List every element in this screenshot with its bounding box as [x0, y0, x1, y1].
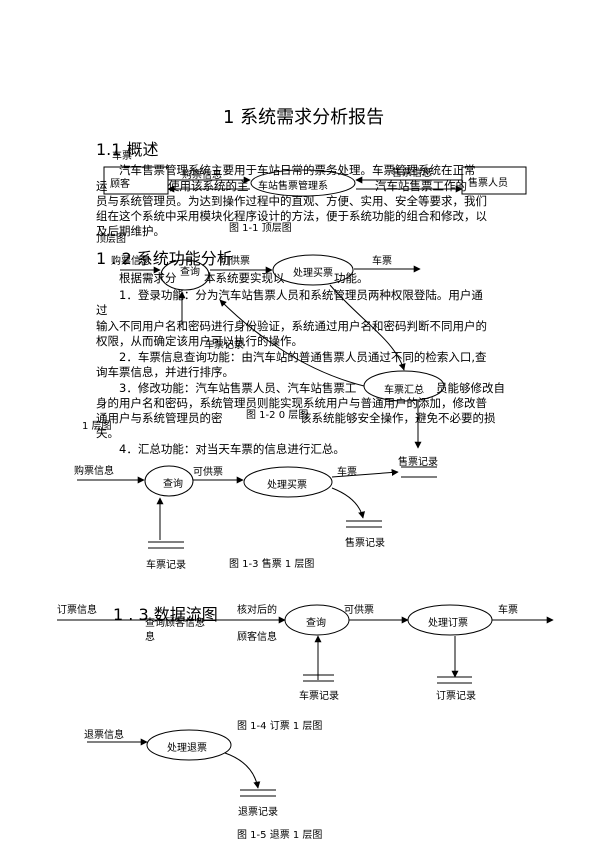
s1-paragraph-line: 运	[96, 179, 108, 193]
fig1-2-buy-ellipse	[272, 254, 354, 286]
fig1-3-available-label: 可供票	[193, 467, 223, 478]
s1-paragraph-line: 及后期维护。	[96, 224, 165, 238]
s2-paragraph-line: 功能。	[334, 271, 369, 285]
fig1-2-query-label: 查询	[180, 267, 200, 278]
fig1-2-top-label: 顶层图	[96, 234, 126, 245]
fig1-1-caption: 图 1-1 顶层图	[229, 223, 292, 234]
s1-paragraph-line: 组在这个系统中采用模块化程序设计的方法，便于系统功能的组合和修改，以	[96, 209, 487, 223]
s2-paragraph-line: 输入不同用户名和密码进行身份验证，系统通过用户名和密码判断不同用户的	[96, 319, 487, 333]
fig1-2-sale-record-label: 售票记录	[398, 457, 438, 468]
s2-paragraph-line: 该系统能够安全操作，避免不必要的损	[300, 411, 496, 425]
s2-paragraph-line: 身的用户名和密码，系统管理员则能实现系统用户与普通用户的添加，修改普	[96, 396, 487, 410]
fig1-2-side-label: 1 层图	[82, 421, 112, 432]
fig1-2-ticket-label: 车票	[372, 256, 392, 267]
s2-paragraph-line: 1．登录功能：分为汽车站售票人员和系统管理员两种权限登陆。用户通	[119, 288, 483, 302]
fig1-1-buy-info-label: 购票信息	[182, 170, 222, 181]
fig1-2-summary-label: 车票汇总	[384, 385, 424, 396]
page-title: 1 系统需求分析报告	[223, 107, 385, 128]
fig1-5-refund-info-label: 退票信息	[84, 730, 124, 741]
s2-paragraph-line: 本系统要实现以	[204, 271, 285, 285]
s1-paragraph-line: 使用该系统的主	[168, 179, 249, 193]
section-1-3-heading: 1 . 3 数据流图	[113, 605, 218, 624]
fig1-3-ticket-label: 车票	[337, 467, 357, 478]
fig1-4-ticket-label: 车票	[498, 605, 518, 616]
fig1-3-sale-record-label: 售票记录	[345, 538, 385, 549]
fig1-2-process-buy-label: 处理买票	[293, 268, 333, 279]
section-1-1-heading: 1.1 概述	[96, 140, 159, 159]
s2-paragraph-line: 2．车票信息查询功能：由汽车站的普通售票人员通过不同的检索入口,查	[119, 350, 487, 364]
fig1-3-query-ellipse	[144, 465, 194, 497]
fig1-4-caption: 图 1-4 订票 1 层图	[237, 721, 323, 732]
fig1-1-system-ellipse	[250, 169, 356, 197]
fig1-4-order-info-label: 订票信息	[57, 605, 97, 616]
fig1-3-process-buy-label: 处理买票	[267, 480, 307, 491]
fig1-3-ticket-record-label: 车票记录	[146, 560, 186, 571]
s2-paragraph-line: 3．修改功能：汽车站售票人员、汽车站售票工	[119, 381, 357, 395]
fig1-4-check-customer-label-2: 息	[145, 632, 155, 643]
fig1-4-ticket-record-label: 车票记录	[299, 691, 339, 702]
s2-paragraph-line: 询车票信息，并进行排序。	[96, 365, 234, 379]
fig1-3-buy-info-label: 购票信息	[74, 466, 114, 477]
fig1-1-seller-label: 售票人员	[468, 178, 508, 189]
fig1-4-query-label: 查询	[306, 618, 326, 629]
fig1-4-customer-info-label: 顾客信息	[237, 632, 277, 643]
fig1-3-query-label: 查询	[163, 479, 183, 490]
fig1-5-refund-record-label: 退票记录	[238, 807, 278, 818]
fig1-2-available-label: 可供票	[220, 256, 250, 267]
s1-paragraph-line: 汽车售票管理系统主要用于车站日常的票务处理。车票管理系统在正常	[119, 163, 476, 177]
fig1-4-verified-label: 核对后的	[237, 605, 277, 616]
fig1-4-order-record-label: 订票记录	[436, 691, 476, 702]
fig1-1-customer-label: 顾客	[110, 179, 130, 190]
fig1-4-process-order-label: 处理订票	[428, 618, 468, 629]
s2-paragraph-line: 失。	[96, 426, 119, 440]
s2-paragraph-line: 根据需求分	[119, 271, 177, 285]
fig1-2-caption: 图 1-2 0 层图	[246, 410, 309, 421]
s2-paragraph-line: 员能够修改自	[436, 381, 505, 395]
fig1-4-available-label: 可供票	[344, 605, 374, 616]
fig1-2-query-ellipse	[160, 259, 210, 291]
s1-paragraph-line: 员与系统管理员。为达到操作过程中的直观、方便、实用、安全等要求，我们	[96, 194, 487, 208]
fig1-1-system-label: 车站售票管理系	[258, 181, 328, 192]
s2-paragraph-line: 通用户与系统管理员的密	[96, 411, 223, 425]
fig1-2-buy-info-label: 购票信息	[111, 256, 151, 267]
fig1-3-caption: 图 1-3 售票 1 层图	[229, 559, 315, 570]
section-1-2-heading: 1 . 2 系统功能分析	[96, 249, 233, 268]
fig1-1-sale-info-label: 售票信息	[392, 168, 432, 179]
s2-paragraph-line: 权限，从而确定该用户可以执行的操作。	[96, 334, 303, 348]
s1-paragraph-line: 汽车站售票工作的	[375, 179, 467, 193]
fig1-5-caption: 图 1-5 退票 1 层图	[237, 830, 323, 841]
fig1-2-ticket-record-label: 车票记录	[204, 340, 244, 351]
s2-paragraph-line: 过	[96, 303, 108, 317]
s2-paragraph-line: 4．汇总功能：对当天车票的信息进行汇总。	[119, 442, 345, 456]
fig1-1-ticket-label: 车票	[112, 151, 132, 162]
fig1-4-check-customer-label: 查询顾客信息	[145, 618, 205, 629]
fig1-3-buy-ellipse	[243, 466, 333, 498]
fig1-5-process-refund-label: 处理退票	[167, 743, 207, 754]
